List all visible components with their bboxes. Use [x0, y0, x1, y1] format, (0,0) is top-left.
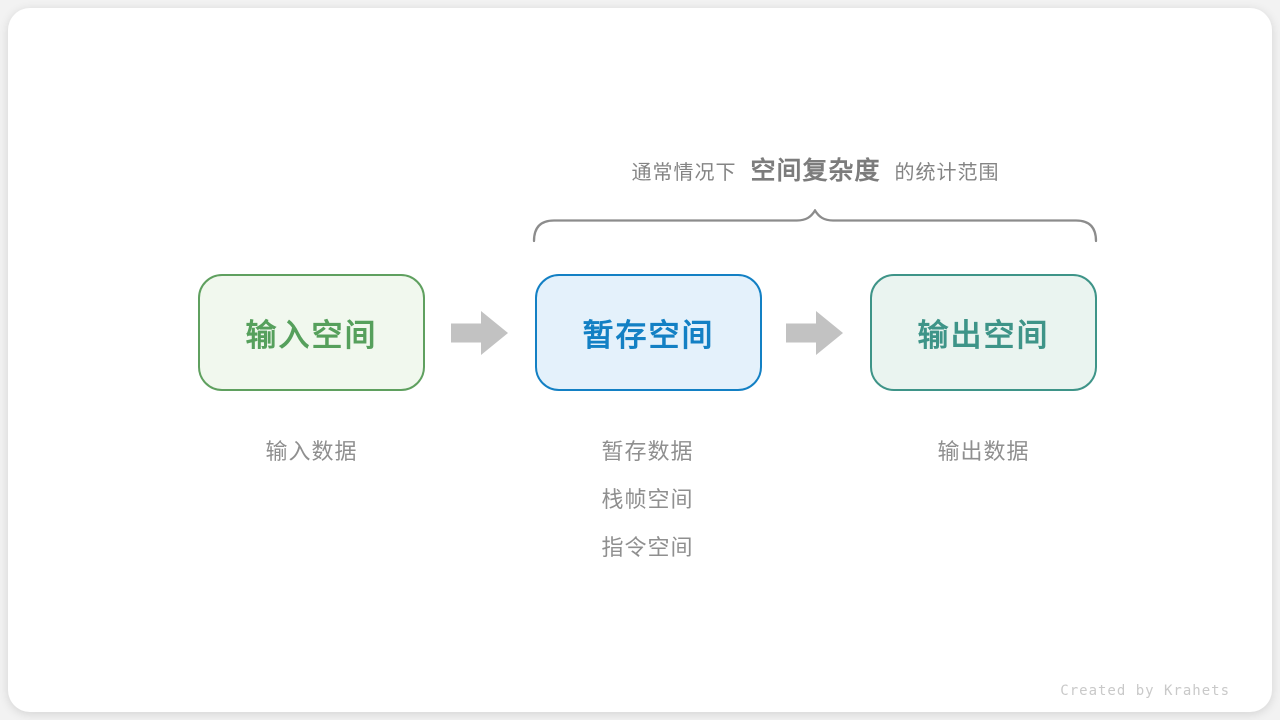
node-input-space-label: 输入空间	[245, 318, 378, 353]
right-arrow-icon	[451, 311, 508, 355]
node-output-space-label: 输出空间	[917, 318, 1050, 353]
annotation-instruction-space: 指令空间	[601, 535, 694, 560]
curly-brace-icon	[532, 208, 1098, 243]
scope-title: 通常情况下 空间复杂度 的统计范围	[533, 151, 1098, 187]
right-arrow-icon	[786, 311, 843, 355]
annotation-temp-data: 暂存数据	[601, 439, 694, 464]
node-temp-space-label: 暂存空间	[582, 318, 715, 353]
diagram-card: 通常情况下 空间复杂度 的统计范围 输入空间 暂存空间 输出空间	[8, 8, 1272, 712]
scope-brace	[532, 208, 1098, 243]
arrow-input-to-temp	[451, 310, 509, 356]
node-temp-space: 暂存空间	[535, 274, 762, 391]
annotation-input-data: 输入数据	[265, 439, 358, 464]
scope-title-highlight: 空间复杂度	[750, 157, 881, 185]
arrow-temp-to-output	[786, 310, 844, 356]
scope-title-prefix: 通常情况下	[631, 162, 737, 184]
node-input-space: 输入空间	[198, 274, 425, 391]
node-output-space: 输出空间	[870, 274, 1097, 391]
scope-title-suffix: 的统计范围	[894, 162, 1000, 184]
annotation-output-data: 输出数据	[937, 439, 1030, 464]
annotation-stack-frame-space: 栈帧空间	[601, 487, 694, 512]
credit-text: Created by Krahets	[1060, 683, 1230, 699]
